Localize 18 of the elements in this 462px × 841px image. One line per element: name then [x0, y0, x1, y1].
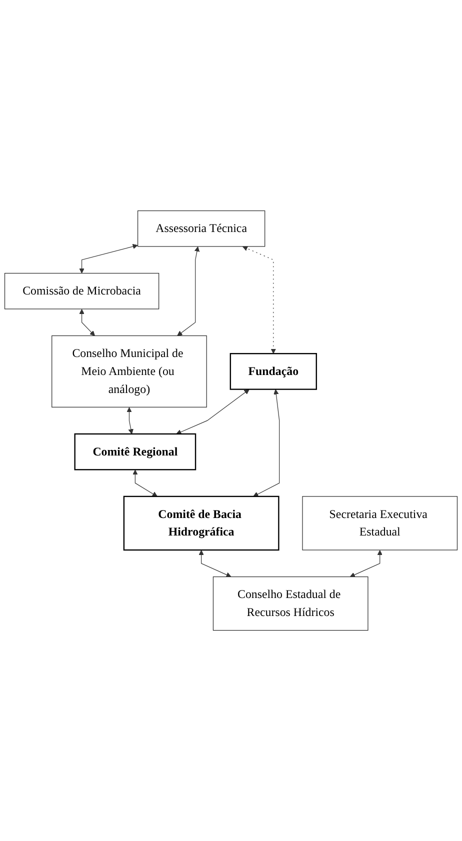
arrow — [79, 308, 95, 336]
node-box: Fundação — [230, 352, 317, 390]
node-box: Comitê de Bacia Hidrográfica — [123, 496, 280, 551]
arrow — [177, 246, 200, 336]
node-box: Comissão de Microbacia — [4, 272, 160, 310]
arrow — [350, 550, 382, 578]
arrow — [198, 550, 232, 578]
arrow — [242, 246, 276, 354]
node-box: Conselho Municipal de Meio Ambiente (ou análogo) — [52, 335, 207, 408]
arrow — [176, 389, 250, 434]
arrow — [253, 389, 280, 497]
node-box: Comitê Regional — [74, 433, 196, 470]
arrow — [126, 407, 134, 434]
node-box: Secretaria Executiva Estadual — [302, 496, 458, 550]
arrow — [79, 244, 138, 274]
node-box: Assessoria Técnica — [138, 210, 266, 247]
arrow — [132, 470, 158, 497]
node-box: Conselho Estadual de Recursos Hídricos — [212, 576, 368, 631]
